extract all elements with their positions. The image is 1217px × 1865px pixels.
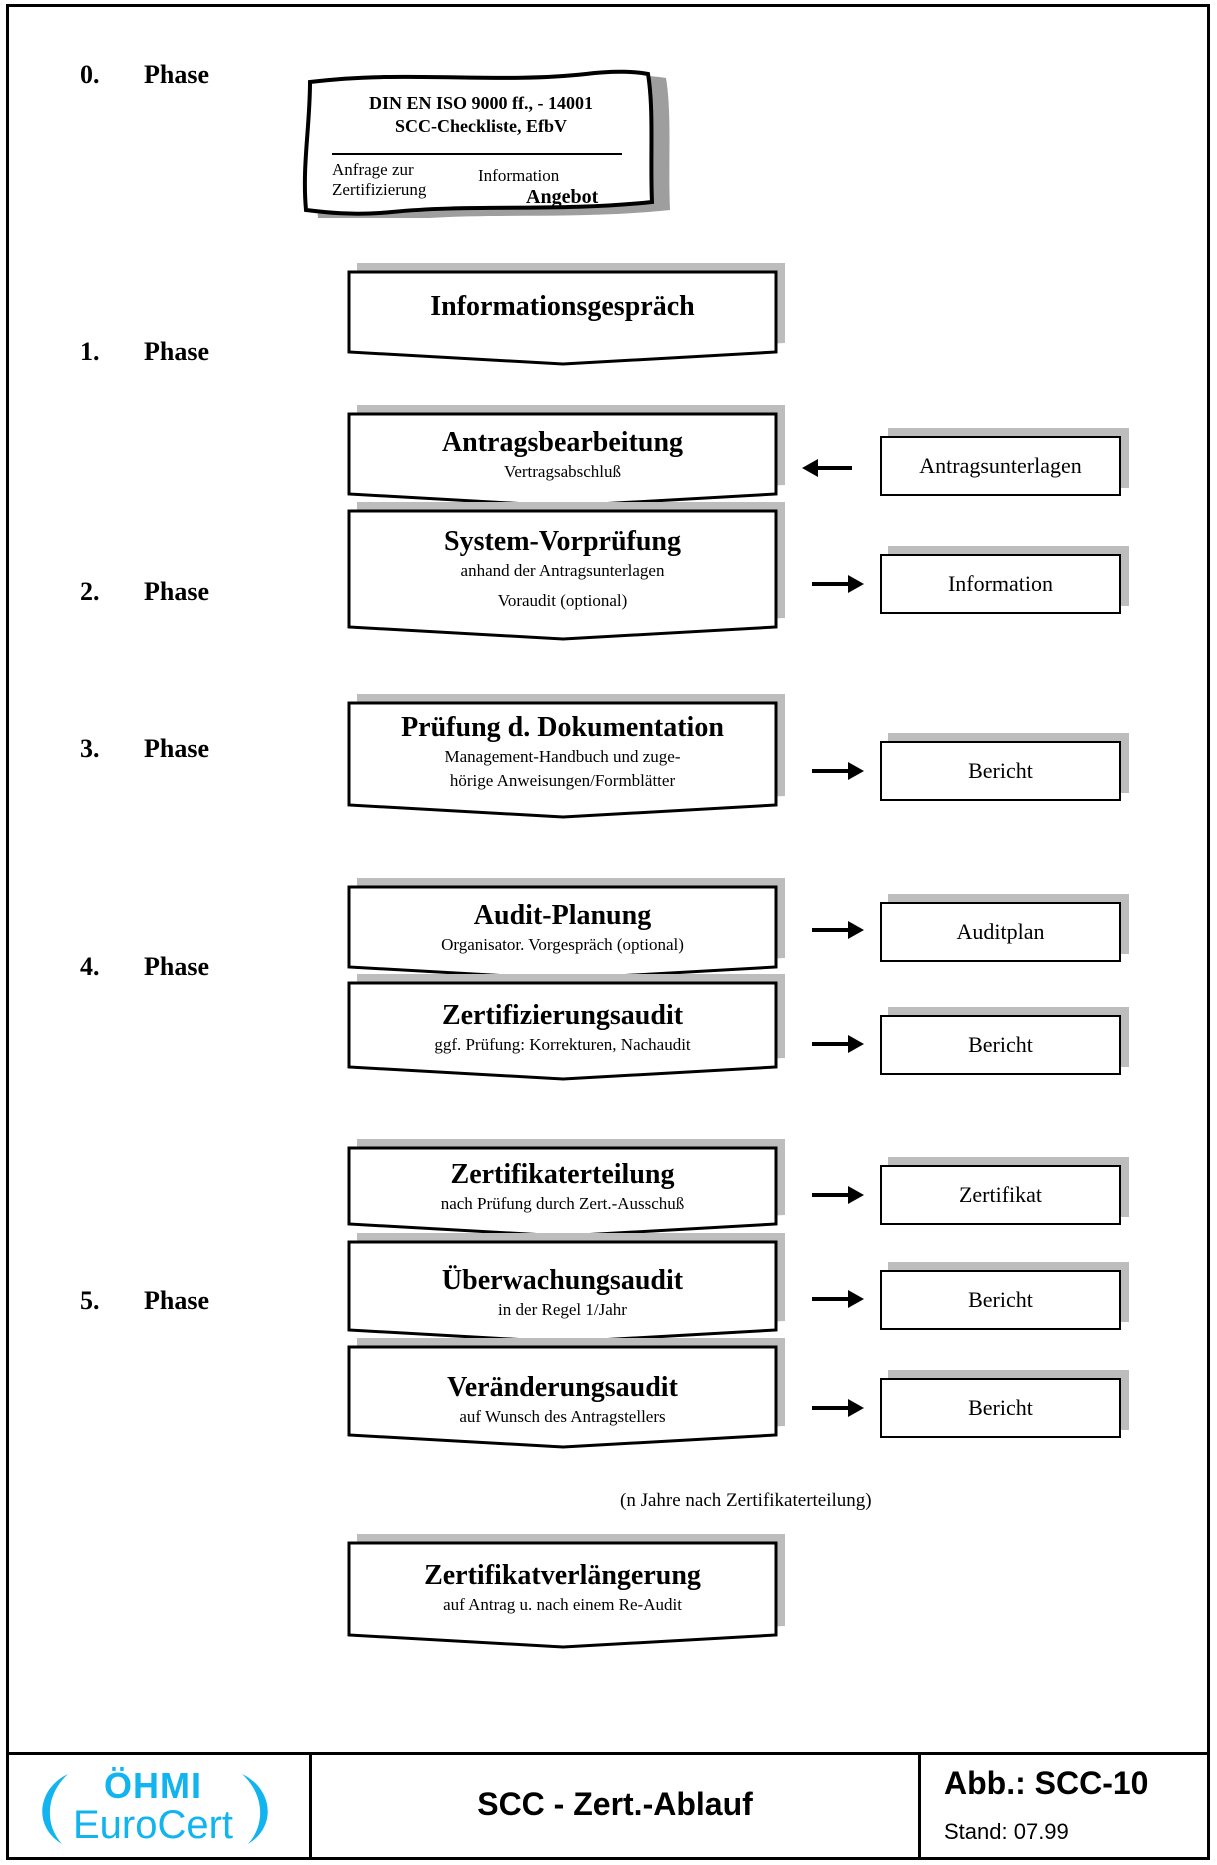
logo-top-text: ÖHMI (104, 1765, 202, 1806)
step-title: Informationsgespräch (430, 291, 695, 322)
step-subtitle: auf Antrag u. nach einem Re-Audit (443, 1595, 682, 1614)
step-title: Zertifizierungsaudit (441, 1000, 684, 1031)
step-subtitle: in der Regel 1/Jahr (498, 1300, 627, 1319)
arrow-right-icon (812, 575, 864, 593)
renewal-note: (n Jahre nach Zertifikaterteilung) (620, 1490, 872, 1511)
output-label: Auditplan (880, 902, 1121, 962)
step-subtitle: nach Prüfung durch Zert.-Ausschuß (440, 1194, 685, 1213)
footer-divider (6, 1752, 1210, 1755)
step-zertifizierungsaudit: Zertifizierungsaudit ggf. Prüfung: Korrek… (347, 974, 785, 1081)
revision-date: Stand: 07.99 (944, 1819, 1069, 1844)
step-title: Prüfung d. Dokumentation (401, 712, 724, 743)
step-subtitle: Vertragsabschluß (503, 462, 622, 481)
output-bericht-zertifizierung: Bericht (880, 1007, 1129, 1075)
arrow-right-icon (812, 762, 864, 780)
step-subtitle: ggf. Prüfung: Korrekturen, Nachaudit (434, 1035, 691, 1054)
output-information: Information (880, 546, 1129, 614)
step-title: Veränderungsaudit (447, 1372, 678, 1403)
step-subtitle: Organisator. Vorgespräch (optional) (441, 935, 684, 954)
output-label: Bericht (880, 741, 1121, 801)
step-zertifikatverlaengerung-shape (347, 1534, 785, 1649)
output-antragsunterlagen: Antragsunterlagen (880, 428, 1129, 496)
step-title: Zertifikatverlängerung (424, 1560, 701, 1591)
step-veraenderungsaudit: Veränderungsaudit auf Wunsch des Antragst… (347, 1338, 785, 1449)
footer-vline-left (309, 1752, 312, 1860)
phase-3-label: 3.Phase (80, 734, 209, 763)
step-zertifikaterteilung-shape (347, 1139, 785, 1238)
document-box-line1: DIN EN ISO 9000 ff., - 14001 (368, 93, 593, 113)
arrow-right-icon (812, 921, 864, 939)
step-title: Antragsbearbeitung (441, 427, 684, 458)
step-zertifizierungsaudit-shape (347, 974, 785, 1081)
phase-1-label: 1.Phase (80, 337, 209, 366)
arrow-right-icon (812, 1399, 864, 1417)
document-title: SCC - Zert.-Ablauf (477, 1786, 753, 1822)
step-pruefung-dokumentation-shape (347, 694, 785, 819)
document-box-offer: Angebot (526, 186, 599, 208)
output-auditplan: Auditplan (880, 894, 1129, 962)
output-label: Antragsunterlagen (880, 436, 1121, 496)
step-title: System-Vorprüfung (444, 526, 681, 557)
document-box-left-line1: Anfrage zur (332, 160, 414, 179)
arrow-right-icon (812, 1186, 864, 1204)
output-zertifikat: Zertifikat (880, 1157, 1129, 1225)
logo-arcs-icon (42, 1774, 268, 1844)
output-label: Bericht (880, 1270, 1121, 1330)
output-label: Bericht (880, 1378, 1121, 1438)
phase-0-label: 0.Phase (80, 60, 209, 89)
arrow-right-icon (812, 1290, 864, 1308)
step-subtitle-2: Voraudit (optional) (497, 591, 628, 610)
step-subtitle: anhand der Antragsunterlagen (460, 561, 665, 580)
footer-vline-right (918, 1752, 921, 1860)
step-informationsgespraech: Informationsgespräch (347, 263, 785, 366)
output-label: Zertifikat (880, 1165, 1121, 1225)
step-ueberwachungsaudit: Überwachungsaudit in der Regel 1/Jahr (347, 1233, 785, 1344)
step-subtitle: Management-Handbuch und zuge- (444, 747, 681, 766)
phase-5-label: 5.Phase (80, 1286, 209, 1315)
step-audit-planung-shape (347, 878, 785, 981)
output-label: Bericht (880, 1015, 1121, 1075)
figure-number: Abb.: SCC-10 (944, 1765, 1149, 1801)
document-box-line2: SCC-Checkliste, EfbV (394, 116, 567, 136)
step-subtitle: auf Wunsch des Antragstellers (459, 1407, 666, 1426)
document-box-left-line2: Zertifizierung (332, 180, 427, 199)
document-box: DIN EN ISO 9000 ff., - 14001 SCC-Checkli… (296, 68, 696, 218)
document-box-standards: DIN EN ISO 9000 ff., - 14001 SCC-Checkli… (296, 92, 666, 138)
step-ueberwachungsaudit-shape (347, 1233, 785, 1344)
step-system-vorpruefung: System-Vorprüfung anhand der Antragsunter… (347, 502, 785, 641)
output-bericht-veraenderung: Bericht (880, 1370, 1129, 1438)
output-bericht-dokumentation: Bericht (880, 733, 1129, 801)
phase-2-label: 2.Phase (80, 577, 209, 606)
step-veraenderungsaudit-shape (347, 1338, 785, 1449)
step-title: Überwachungsaudit (441, 1265, 684, 1296)
step-title: Audit-Planung (473, 900, 652, 931)
arrow-right-icon (812, 1035, 864, 1053)
step-title: Zertifikaterteilung (450, 1159, 675, 1190)
output-label: Information (880, 554, 1121, 614)
step-subtitle-2: hörige Anweisungen/Formblätter (449, 771, 676, 790)
output-bericht-ueberwachung: Bericht (880, 1262, 1129, 1330)
step-zertifikatverlaengerung: Zertifikatverlängerung auf Antrag u. nach… (347, 1534, 785, 1649)
logo-bottom-text: EuroCert (72, 1803, 234, 1847)
step-informationsgespraech-shape (347, 263, 785, 366)
arrow-left-icon (802, 459, 852, 477)
page-frame (6, 4, 1210, 1860)
phase-4-label: 4.Phase (80, 952, 209, 981)
document-box-request: Anfrage zur Zertifizierung (332, 160, 426, 200)
document-box-information: Information (478, 166, 560, 185)
oehmi-eurocert-logo: ÖHMI EuroCert (28, 1768, 278, 1848)
step-system-vorpruefung-shape (347, 502, 785, 641)
document-box-shape (302, 69, 670, 218)
step-zertifikaterteilung: Zertifikaterteilung nach Prüfung durch Ze… (347, 1139, 785, 1238)
step-antragsbearbeitung-shape (347, 405, 785, 508)
